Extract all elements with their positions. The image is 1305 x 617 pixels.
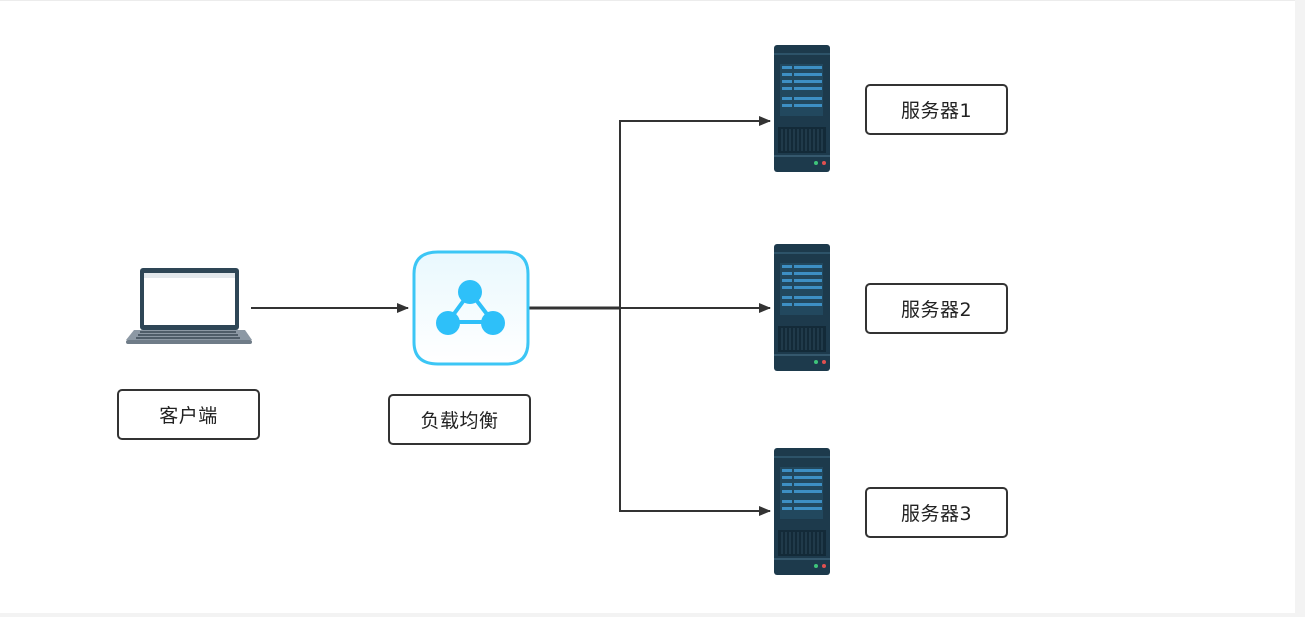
server-icon [774,45,830,172]
server2-label: 服务器2 [865,283,1008,334]
load-balancer-label: 负载均衡 [388,394,531,445]
laptop-icon [126,268,252,344]
server-icon [774,244,830,371]
connectors [251,116,771,516]
client-label: 客户端 [117,389,260,440]
arrow-lb-to-server3 [619,308,771,516]
top-border [0,0,1295,1]
bottom-margin [0,613,1295,617]
server3-label: 服务器3 [865,487,1008,538]
server1-label: 服务器1 [865,84,1008,135]
right-margin [1295,0,1305,617]
load-balancer-icon [412,250,530,366]
server-icon [774,448,830,575]
arrow-lb-to-server1 [619,116,771,308]
